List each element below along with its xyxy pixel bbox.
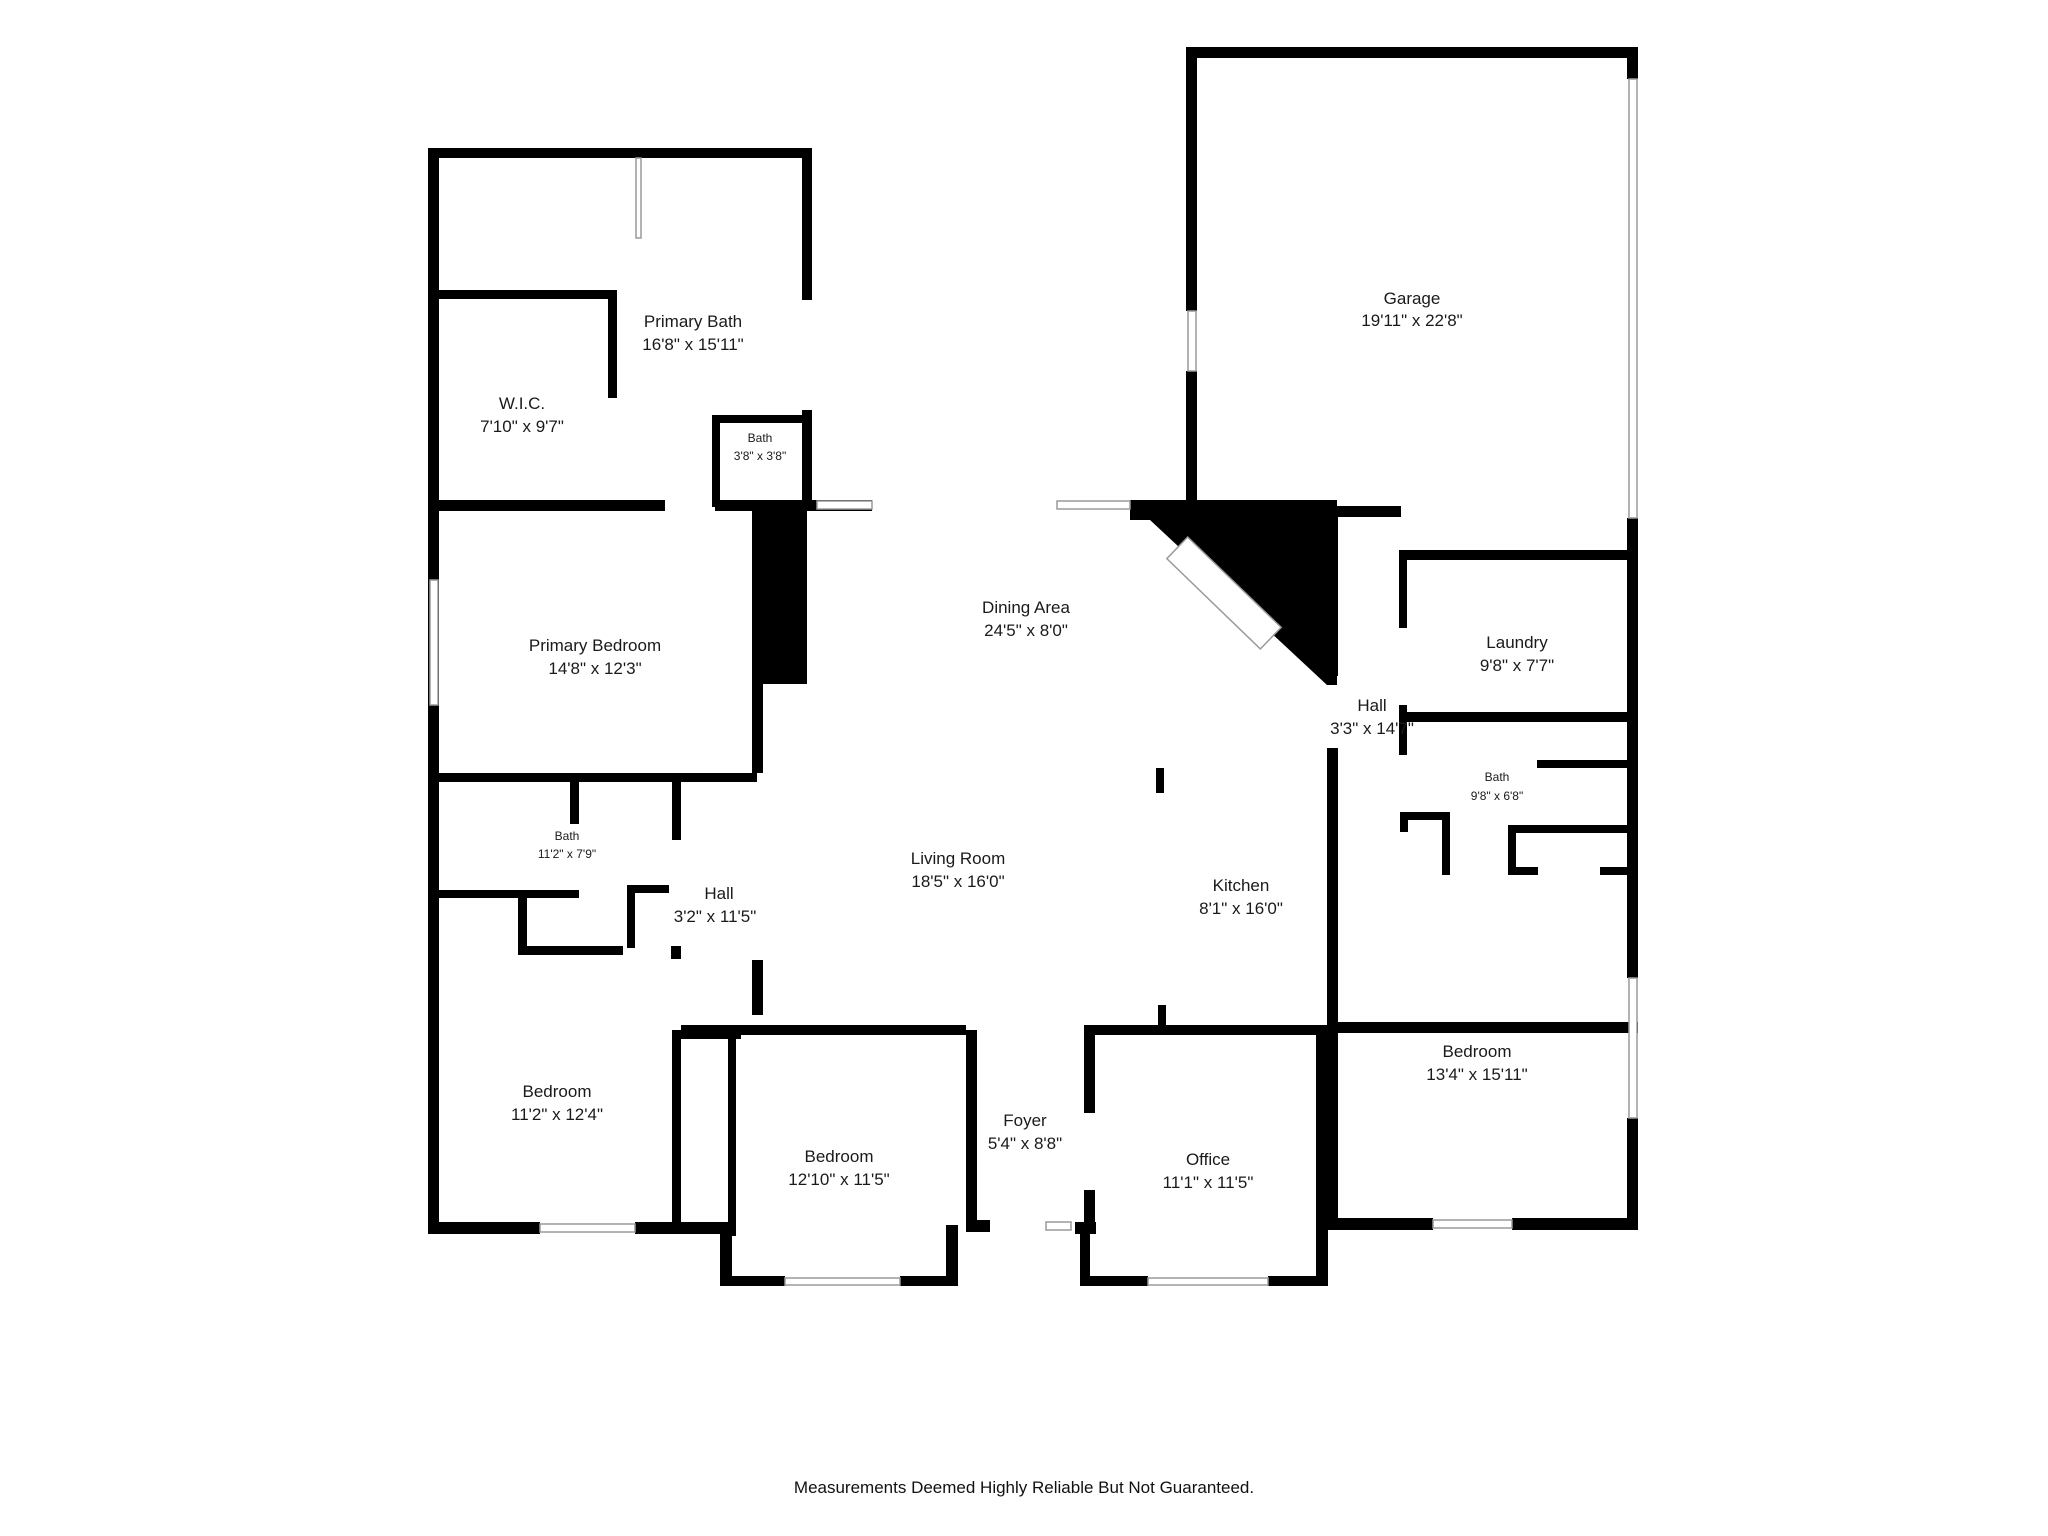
bedroom-sw-size: 11'2" x 12'4" [511,1105,603,1124]
office-name: Office [1186,1150,1230,1169]
wic-size: 7'10" x 9'7" [480,417,564,436]
hall-east-name: Hall [1357,696,1386,715]
living-room-size: 18'5" x 16'0" [911,872,1004,891]
bath-west-size: 11'2" x 7'9" [538,847,596,861]
foyer-name: Foyer [1003,1111,1047,1130]
disclaimer: Measurements Deemed Highly Reliable But … [793,1478,1255,1497]
wic-name: W.I.C. [499,394,545,413]
bath-east-size: 9'8" x 6'8" [1471,789,1523,803]
kitchen-size: 8'1" x 16'0" [1199,899,1283,918]
dining-area-size: 24'5" x 8'0" [984,621,1068,640]
bath-small-name: Bath [748,431,773,445]
bedroom-s-name: Bedroom [805,1147,874,1166]
bedroom-s-size: 12'10" x 11'5" [788,1170,889,1189]
bedroom-sw-name: Bedroom [523,1082,592,1101]
garage-name: Garage [1384,289,1441,308]
primary-bath-name: Primary Bath [644,312,742,331]
laundry-name: Laundry [1486,633,1548,652]
office-size: 11'1" x 11'5" [1163,1173,1254,1192]
garage-size: 19'11" x 22'8" [1361,311,1462,330]
laundry-size: 9'8" x 7'7" [1480,656,1554,675]
windows [429,78,1638,1286]
dining-area-name: Dining Area [982,598,1070,617]
bath-east-name: Bath [1485,770,1510,784]
primary-bath-size: 16'8" x 15'11" [642,335,743,354]
bedroom-e-size: 13'4" x 15'11" [1426,1065,1527,1084]
primary-bedroom-name: Primary Bedroom [529,636,661,655]
foyer-size: 5'4" x 8'8" [988,1134,1062,1153]
bedroom-e-name: Bedroom [1443,1042,1512,1061]
primary-bedroom-size: 14'8" x 12'3" [548,659,641,678]
hall-west-size: 3'2" x 11'5" [674,907,757,926]
room-labels: Garage 19'11" x 22'8" Primary Bath 16'8"… [480,289,1554,1192]
living-room-name: Living Room [911,849,1006,868]
bath-west-name: Bath [555,829,580,843]
hall-east-size: 3'3" x 14'7" [1330,719,1414,738]
bath-small-size: 3'8" x 3'8" [734,449,786,463]
hall-west-name: Hall [704,884,733,903]
kitchen-name: Kitchen [1213,876,1270,895]
